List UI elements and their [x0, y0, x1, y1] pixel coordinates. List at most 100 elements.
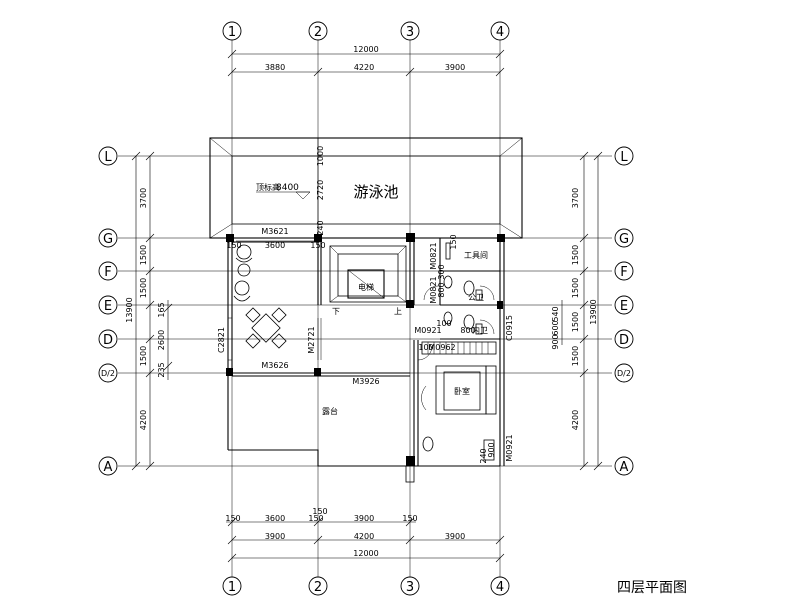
dining-table-icon — [245, 307, 287, 349]
axis-bubble-L-left: L — [98, 146, 118, 166]
dim-right-inner: 540 — [551, 306, 560, 321]
dim-bottom-inner: 150 — [308, 514, 323, 523]
drawing-title: 四层平面图 — [617, 580, 687, 596]
left-dimension-chain: 3700 1500 1500 1500 4200 13900 165 2600 … — [125, 151, 173, 471]
code-m0962: M0962 — [428, 343, 455, 352]
dim-tool-room: 150 — [449, 234, 458, 249]
wardrobe-hatch — [427, 342, 489, 354]
private-wc-label: 内卫 — [472, 325, 488, 335]
dim-left-small: 150 — [226, 241, 241, 250]
stair-down-label: 下 — [332, 307, 340, 316]
axis-bubble-G-right: G — [614, 228, 634, 248]
axis-label: 2 — [314, 25, 322, 40]
terrace-label: 露台 — [322, 406, 338, 416]
dim-left-inner: 165 — [157, 302, 166, 317]
top-dimension-chain: 12000 3880 4220 3900 — [227, 45, 505, 77]
axis-label: G — [103, 232, 113, 247]
axis-label: L — [620, 150, 628, 165]
code-m3626: M3626 — [261, 361, 288, 370]
elevator-label: 电梯 — [358, 282, 374, 292]
right-dimension-chain: 3700 1500 1500 1500 1500 4200 13900 540 … — [551, 151, 603, 471]
dim-pool: 2720 — [316, 180, 325, 200]
opening-codes: M3621 3600 150 150 M3626 M3926 C2821 M27… — [217, 227, 514, 464]
axis-bubble-2-top: 2 — [308, 21, 328, 41]
swimming-pool: 游泳池 顶标高 8400 1000 2720 240 — [209, 137, 523, 239]
axis-label: E — [620, 299, 628, 314]
elevation-label: 顶标高 — [256, 182, 280, 192]
dim-right-total: 13900 — [589, 299, 598, 324]
axis-label: A — [620, 460, 629, 475]
axis-label: 1 — [228, 25, 236, 40]
dim-pool: 1000 — [316, 146, 325, 166]
bedroom-label: 卧室 — [454, 386, 470, 396]
axis-label: 3 — [406, 580, 414, 595]
dim-left-total: 13900 — [125, 297, 134, 322]
code-m0821: M0821 — [429, 276, 438, 303]
axis-label: L — [104, 150, 112, 165]
dim-top-total: 12000 — [353, 45, 378, 54]
code-m3926: M3926 — [352, 377, 379, 386]
bottom-dimension-chain: 150 3600 150 3900 150 150 3900 4200 3900… — [225, 507, 505, 563]
stair-up-label: 上 — [394, 307, 402, 316]
dim-right-part: 3700 — [571, 188, 580, 208]
dim-right-inner: 600 — [551, 320, 560, 335]
dim-right-part: 1500 — [571, 312, 580, 332]
axis-bubble-1-bottom: 1 — [222, 576, 242, 596]
axis-label: 4 — [496, 580, 504, 595]
code-m0921: M0921 — [505, 434, 514, 461]
code-c2821: C2821 — [217, 327, 226, 353]
floor-walls — [226, 233, 505, 483]
axis-label: E — [104, 299, 112, 314]
dim-toilet: 240 — [479, 448, 488, 463]
dim-bottom-part: 3900 — [265, 532, 285, 541]
room-labels: 电梯 工具间 公卫 内卫 卧室 露台 下 上 — [322, 251, 488, 416]
dim-bottom-inner: 150 — [225, 514, 240, 523]
axis-bubble-3-bottom: 3 — [400, 576, 420, 596]
public-wc-label: 公卫 — [468, 293, 484, 302]
axis-label: G — [619, 232, 629, 247]
dim-left-part: 1500 — [139, 245, 148, 265]
dim-wc: 100 — [418, 343, 433, 352]
axis-bubble-D-right: D — [614, 329, 634, 349]
sink-icon — [443, 311, 453, 325]
dim-right-part: 1500 — [571, 346, 580, 366]
dim-left-small: 150 — [310, 241, 325, 250]
elevation-value: 8400 — [276, 183, 299, 193]
axis-label: F — [104, 265, 111, 280]
dim-toilet: 900 — [487, 442, 496, 457]
code-c0915: C0915 — [505, 315, 514, 341]
dim-left-part: 1500 — [139, 346, 148, 366]
toilet-icon — [463, 280, 475, 296]
furniture — [233, 244, 495, 461]
dim-left-inner: 235 — [157, 362, 166, 377]
dim-bottom-inner: 150 — [402, 514, 417, 523]
axis-bubble-1-top: 1 — [222, 21, 242, 41]
dim-left-inner: 2600 — [157, 330, 166, 350]
axis-bubble-4-bottom: 4 — [490, 576, 510, 596]
tool-room-label: 工具间 — [464, 251, 488, 260]
dim-bottom-inner: 3900 — [354, 514, 374, 523]
axis-label: 3 — [406, 25, 414, 40]
axis-bubble-E-left: E — [98, 295, 118, 315]
axis-bubble-D2-left: D/2 — [98, 363, 118, 383]
sink-icon — [443, 275, 453, 289]
dim-top-part: 4220 — [354, 63, 374, 72]
axis-bubble-D-left: D — [98, 329, 118, 349]
dim-wc: 800 — [460, 326, 475, 335]
axis-bubble-4-top: 4 — [490, 21, 510, 41]
dim-pool: 240 — [316, 220, 325, 235]
axis-bubble-F-left: F — [98, 261, 118, 281]
axis-bubble-E-right: E — [614, 295, 634, 315]
axis-bubble-G-left: G — [98, 228, 118, 248]
axis-label: D — [619, 333, 629, 348]
axis-label: D — [103, 333, 113, 348]
axis-label: 2 — [314, 580, 322, 595]
axis-bubble-3-top: 3 — [400, 21, 420, 41]
axis-label: F — [620, 265, 627, 280]
dim-tool-room: 800 — [437, 282, 446, 297]
lounge-chair-icon — [233, 280, 251, 302]
lounge-chair-icon — [235, 244, 253, 277]
dim-bottom-mark: 150 — [312, 507, 327, 516]
axis-label: A — [104, 460, 113, 475]
